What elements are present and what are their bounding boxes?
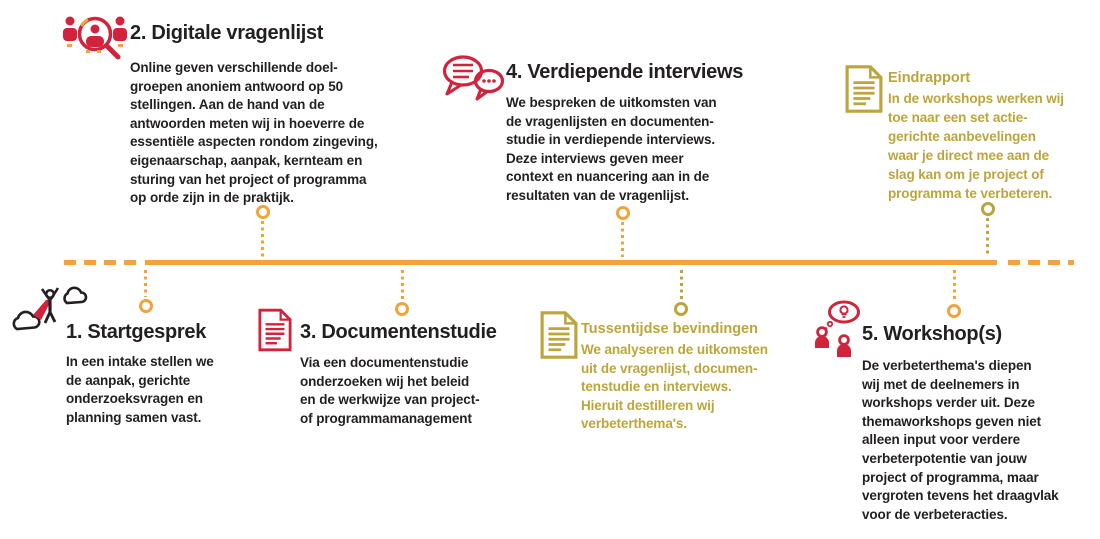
tussentijdse-title: Tussentijdse bevindingen: [581, 321, 758, 337]
connector-dot-tussentijdse: [674, 302, 688, 316]
connector-step3: [401, 270, 404, 300]
document-icon: [540, 311, 578, 359]
timeline-dashes-left: [64, 260, 138, 265]
step2-body: Online geven verschillende doel- groepen…: [130, 60, 378, 206]
timeline-dashes-right: [1008, 260, 1074, 265]
connector-dot-step4: [616, 206, 630, 220]
connector-tussentijdse: [680, 270, 683, 300]
step4-title: 4. Verdiepende interviews: [506, 61, 744, 83]
connector-step5: [953, 270, 956, 302]
step4-body: We bespreken de uitkomsten van de vragen…: [506, 95, 717, 203]
document-icon: [845, 65, 883, 113]
speech-bubbles-icon: [442, 55, 505, 101]
connector-dot-eindrapport: [981, 202, 995, 216]
step3-title: 3. Documentenstudie: [300, 321, 497, 343]
timeline-line: [145, 260, 997, 265]
step1-title: 1. Startgesprek: [66, 321, 207, 343]
step5-body: De verbeterthema's diepen wij met de dee…: [862, 358, 1059, 522]
connector-step4: [621, 222, 624, 257]
people-magnifier-icon: [63, 16, 127, 60]
connector-dot-step3: [395, 302, 409, 316]
step2-title: 2. Digitale vragenlijst: [130, 22, 324, 44]
tussentijdse-body: We analyseren de uitkomsten uit de vrage…: [581, 342, 768, 432]
eindrapport-body: In de workshops werken wij toe naar een …: [888, 91, 1064, 201]
connector-dot-step1: [139, 299, 153, 313]
step5-title: 5. Workshop(s): [862, 323, 1002, 345]
step1-body: In een intake stellen we de aanpak, geri…: [66, 354, 214, 425]
step3-body: Via een documentenstudie onderzoeken wij…: [300, 355, 480, 426]
connector-step1: [144, 270, 147, 297]
connector-eindrapport: [986, 218, 989, 257]
connector-dot-step2: [256, 205, 270, 219]
connector-dot-step5: [947, 304, 961, 318]
workshop-people-idea-icon: [815, 300, 860, 357]
connector-step2: [261, 221, 264, 257]
eindrapport-title: Eindrapport: [888, 70, 971, 86]
superhero-clouds-icon: [12, 286, 88, 331]
document-icon: [258, 308, 292, 352]
